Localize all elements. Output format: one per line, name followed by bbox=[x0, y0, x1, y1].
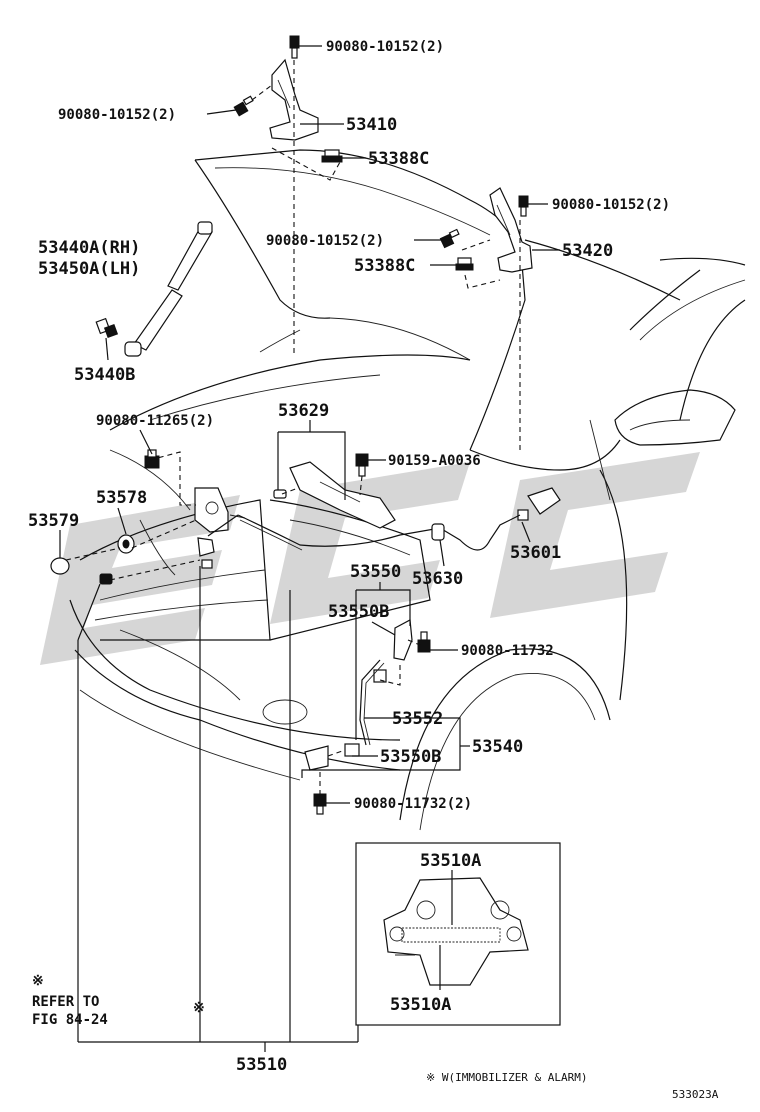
refer-note-line-2: FIG 84-24 bbox=[32, 1012, 108, 1028]
label-90080-11732-bottom: 90080-11732(2) bbox=[354, 796, 472, 812]
label-53630: 53630 bbox=[412, 569, 463, 589]
label-90080-11732-right: 90080-11732 bbox=[461, 643, 554, 659]
label-53579: 53579 bbox=[28, 511, 79, 531]
label-53552: 53552 bbox=[392, 709, 443, 729]
label-53388c-top: 53388C bbox=[368, 149, 429, 169]
refer-note-line-1: REFER TO bbox=[32, 994, 99, 1010]
stud-53440b-icon bbox=[95, 317, 119, 339]
bolt-90080-10152-right-icon bbox=[518, 195, 529, 217]
label-53550b-bottom: 53550B bbox=[380, 747, 441, 767]
dashed-guides bbox=[65, 60, 521, 794]
cushion-53388c-right-icon bbox=[455, 257, 474, 271]
leader-lines bbox=[59, 45, 560, 1052]
label-53550b-top: 53550B bbox=[328, 602, 389, 622]
label-53388c-right: 53388C bbox=[354, 256, 415, 276]
diagram-id: 533023A bbox=[672, 1088, 719, 1101]
bolt-90080-10152-top-icon bbox=[289, 35, 300, 59]
refer-note-mark: ※ bbox=[32, 973, 44, 989]
bolt-90080-10152-mid-icon bbox=[439, 228, 460, 249]
label-53550: 53550 bbox=[350, 562, 401, 582]
label-53410: 53410 bbox=[346, 115, 397, 135]
lock-protector-53629 bbox=[289, 461, 396, 529]
label-53601: 53601 bbox=[510, 543, 561, 563]
release-lever-bracket-bottom bbox=[304, 743, 360, 771]
label-90080-10152-mid: 90080-10152(2) bbox=[266, 233, 384, 249]
inset-label-53510a-top: 53510A bbox=[420, 851, 481, 871]
clip-53629-icon bbox=[273, 489, 287, 499]
inset-label-53510a-bottom: 53510A bbox=[390, 995, 451, 1015]
bolt-53579-lower-icon bbox=[99, 573, 113, 585]
release-lever-bracket-top bbox=[373, 619, 413, 683]
cushion-53578-icon bbox=[117, 534, 135, 554]
label-53440b: 53440B bbox=[74, 365, 135, 385]
label-53440a-rh: 53440A(RH) bbox=[38, 238, 140, 258]
bolt-90080-11732-right-icon bbox=[417, 631, 431, 653]
label-53629: 53629 bbox=[278, 401, 329, 421]
notes: ※ REFER TO FIG 84-24 ※ ※ W(IMMOBILIZER &… bbox=[32, 973, 719, 1101]
label-53540: 53540 bbox=[472, 737, 523, 757]
inset-box-53510a bbox=[355, 842, 561, 1026]
cable-end-icon bbox=[197, 537, 215, 569]
label-90080-10152-top: 90080-10152(2) bbox=[326, 39, 444, 55]
label-53510: 53510 bbox=[236, 1055, 287, 1075]
label-53578: 53578 bbox=[96, 488, 147, 508]
immobilizer-mark: ※ bbox=[193, 1000, 205, 1016]
bolt-90080-10152-left-icon bbox=[233, 95, 254, 117]
bolt-90159-a0036-icon bbox=[355, 453, 369, 477]
hood-lock-assembly bbox=[194, 487, 246, 533]
hood-release-cable bbox=[207, 514, 521, 551]
part-labels: 90080-10152(2) 90080-10152(2) 53410 5338… bbox=[28, 39, 670, 1075]
label-53420: 53420 bbox=[562, 241, 613, 261]
switch-53601-icon bbox=[517, 487, 561, 521]
label-53450a-lh: 53450A(LH) bbox=[38, 259, 140, 279]
cushion-53388c-top-icon bbox=[321, 149, 343, 163]
label-90080-10152-left: 90080-10152(2) bbox=[58, 107, 176, 123]
hood-support-strut bbox=[124, 221, 213, 357]
hinge-rh bbox=[489, 187, 533, 273]
lever-rod-53552 bbox=[359, 659, 385, 746]
vehicle-outline bbox=[69, 149, 746, 831]
bolt-90080-11732-bottom-icon bbox=[313, 793, 327, 815]
footnote-immobilizer: ※ W(IMMOBILIZER & ALARM) bbox=[426, 1071, 588, 1084]
watermark-logo bbox=[40, 452, 700, 665]
label-90159-a0036: 90159-A0036 bbox=[388, 453, 481, 469]
label-90080-10152-right: 90080-10152(2) bbox=[552, 197, 670, 213]
label-90080-11265: 90080-11265(2) bbox=[96, 413, 214, 429]
